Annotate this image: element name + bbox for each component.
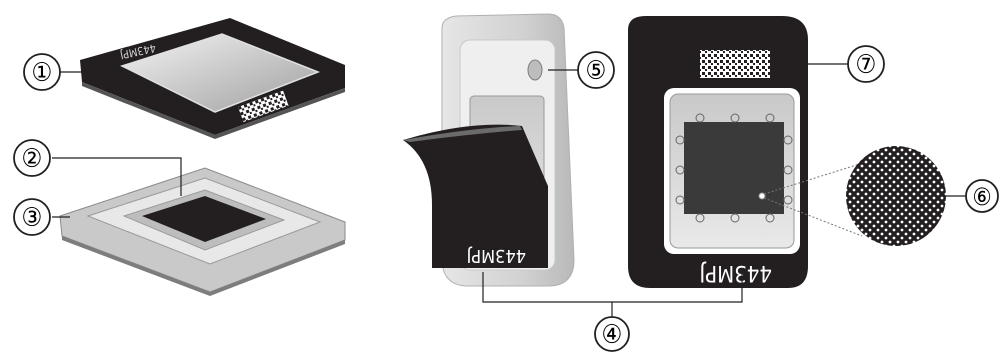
callout-7: ⑦ xyxy=(848,46,884,82)
callout-2-label: ② xyxy=(22,144,43,174)
callout-7-label: ⑦ xyxy=(856,50,877,80)
callout-2: ② xyxy=(14,140,50,176)
barcode-icon xyxy=(700,50,770,78)
callout-6-label: ⑥ xyxy=(972,183,991,211)
callout-6: ⑥ xyxy=(966,180,998,212)
callout-1-label: ① xyxy=(32,58,53,88)
callout-4: ④ xyxy=(595,317,629,351)
slide-lid: 443MPJ xyxy=(80,18,345,139)
callout-4-label: ④ xyxy=(602,320,623,350)
back-plate: 443MPJ xyxy=(628,16,808,288)
back-brand-text: 443MPJ xyxy=(699,260,772,285)
slide-holder: 443MPJ xyxy=(403,14,574,286)
callout-5: ⑤ xyxy=(578,52,614,88)
callout-3: ③ xyxy=(14,199,50,235)
holder-button xyxy=(528,60,542,80)
clip-brand-text: 443MPJ xyxy=(467,245,526,266)
callout-3-label: ③ xyxy=(22,203,43,233)
callout-5-label: ⑤ xyxy=(586,56,607,86)
callout-1: ① xyxy=(24,54,60,90)
chip-tray xyxy=(60,168,345,296)
